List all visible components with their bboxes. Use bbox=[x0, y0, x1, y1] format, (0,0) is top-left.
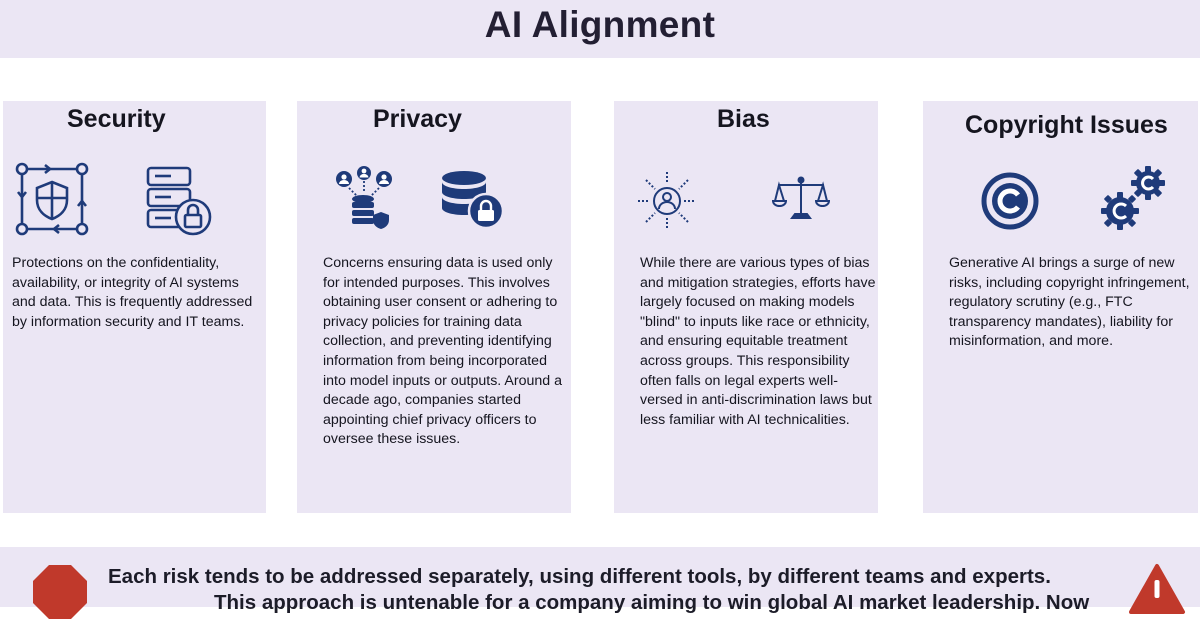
card-title: Copyright Issues bbox=[965, 111, 1168, 139]
database-lock-icon bbox=[440, 170, 506, 230]
card-copyright-issues: Copyright Issues bbox=[923, 101, 1198, 513]
footer-statement-continued: This approach is untenable for a company… bbox=[214, 591, 1090, 614]
card-title: Privacy bbox=[373, 105, 462, 133]
server-lock-icon bbox=[145, 165, 215, 237]
card-description: Protections on the confidentiality, avai… bbox=[12, 255, 253, 330]
page-title: AI Alignment bbox=[484, 4, 716, 45]
copyright-icon bbox=[980, 171, 1040, 231]
scales-icon bbox=[772, 175, 830, 221]
card-title: Bias bbox=[717, 105, 770, 133]
network-shield-icon bbox=[15, 162, 89, 236]
user-database-shield-icon bbox=[335, 166, 397, 230]
card-description: Generative AI brings a surge of new risk… bbox=[949, 255, 1190, 350]
footer-banner: Each risk tends to be addressed separate… bbox=[0, 547, 1200, 619]
card-description: Concerns ensuring data is used only for … bbox=[323, 255, 562, 448]
card-security: Security Protections on the confidential… bbox=[3, 101, 266, 513]
card-bias: Bias While there are various types of bi… bbox=[614, 101, 878, 513]
footer-statement: Each risk tends to be addressed separate… bbox=[108, 565, 1051, 588]
card-description: While there are various types of bias an… bbox=[640, 255, 876, 428]
warning-icon bbox=[1128, 563, 1186, 615]
copyright-gears-icon bbox=[1100, 165, 1170, 235]
stop-sign-icon bbox=[33, 565, 87, 619]
card-title: Security bbox=[67, 105, 166, 133]
person-arrows-icon bbox=[636, 170, 698, 232]
header-banner: AI Alignment bbox=[0, 0, 1200, 58]
card-privacy: Privacy bbox=[297, 101, 571, 513]
